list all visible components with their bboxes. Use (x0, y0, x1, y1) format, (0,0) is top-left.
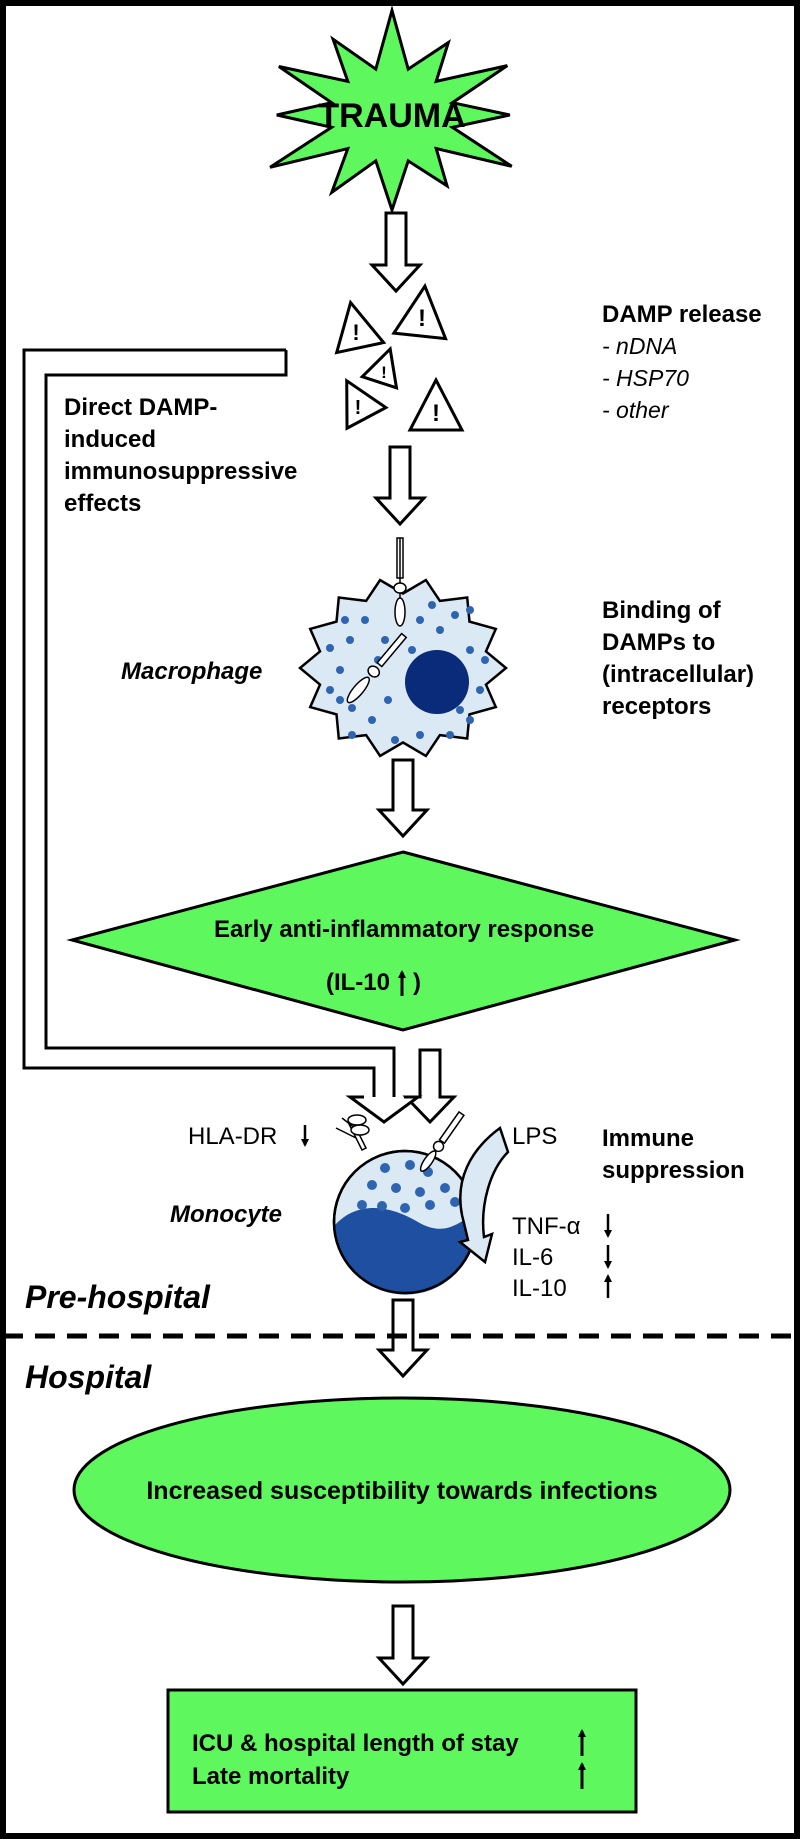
svg-text:Direct DAMP-: Direct DAMP- (64, 394, 217, 421)
svg-text:IL-10: IL-10 (512, 1275, 567, 1302)
svg-text:!: ! (381, 363, 387, 382)
trauma-label: TRAUMA (318, 97, 465, 135)
damp-release-title: DAMP release (602, 301, 762, 328)
cytokine-list: TNF-α IL-6 IL-10 (512, 1213, 612, 1302)
binding-block: Binding of DAMPs to (intracellular) rece… (602, 597, 754, 720)
warning-icon: ! (334, 299, 387, 355)
lps-label: LPS (512, 1123, 557, 1150)
svg-text:immunosuppressive: immunosuppressive (64, 458, 297, 485)
arrow-macrophage-to-response (375, 758, 431, 839)
outcome-mortality: Late mortality (192, 1763, 350, 1790)
svg-text:DAMPs to: DAMPs to (602, 629, 715, 656)
monocyte-label: Monocyte (170, 1201, 282, 1228)
svg-text:!: ! (355, 397, 362, 419)
lps-receptor-icon (419, 1110, 465, 1172)
monocyte-cell (332, 1110, 510, 1295)
warning-icon: ! (391, 282, 448, 341)
outcome-los: ICU & hospital length of stay (192, 1730, 519, 1757)
lps-curved-arrow (457, 1125, 510, 1265)
svg-text:TNF-α: TNF-α (512, 1213, 581, 1240)
arrow-infection-to-outcome (375, 1604, 431, 1687)
hla-dr-label: HLA-DR (188, 1123, 277, 1150)
early-response-diamond: Early anti-inflammatory response (IL-10 … (66, 850, 741, 1032)
infection-ellipse: Increased susceptibility towards infecti… (72, 1396, 732, 1584)
arrow-damp-to-macrophage (372, 445, 428, 527)
warning-icon: ! (345, 377, 389, 431)
svg-text:!: ! (352, 320, 359, 345)
damp-item: - other (602, 397, 670, 423)
warning-icon: ! (359, 345, 399, 391)
receptor-icon (393, 537, 407, 627)
arrow-response-to-monocyte-right (402, 1048, 458, 1125)
svg-text:Binding of: Binding of (602, 597, 722, 624)
svg-text:!: ! (432, 400, 440, 427)
receptor-icon (346, 632, 408, 704)
damp-warning-icons: ! ! ! ! ! (334, 282, 465, 432)
immune-suppression-label: suppression (602, 1157, 745, 1184)
phase-hospital: Hospital (25, 1359, 152, 1395)
monocyte-granules (357, 1160, 460, 1213)
early-response-line1: Early anti-inflammatory response (214, 916, 594, 943)
svg-text:IL-6: IL-6 (512, 1244, 553, 1271)
svg-text:): ) (413, 969, 421, 996)
warning-icon: ! (407, 376, 465, 432)
direct-effects-block: Direct DAMP- induced immunosuppressive e… (64, 394, 297, 517)
trauma-starburst: TRAUMA (269, 4, 513, 215)
block-arrows (368, 211, 458, 1687)
damp-item: - HSP70 (602, 365, 689, 391)
damp-release-block: DAMP release - nDNA - HSP70 - other (602, 301, 762, 423)
svg-text:effects: effects (64, 490, 141, 517)
damp-item: - nDNA (602, 333, 677, 359)
outcome-box: ICU & hospital length of stay Late morta… (166, 1688, 638, 1814)
phase-pre-hospital: Pre-hospital (25, 1279, 211, 1315)
early-response-line2: (IL-10 (326, 969, 390, 996)
svg-text:(intracellular): (intracellular) (602, 661, 754, 688)
nucleus (405, 650, 469, 714)
macrophage-cell (298, 537, 508, 758)
svg-text:receptors: receptors (602, 693, 711, 720)
svg-text:!: ! (418, 305, 426, 332)
immune-suppression-label: Immune (602, 1125, 694, 1152)
feedback-pipe (22, 348, 423, 1124)
macrophage-label: Macrophage (121, 658, 262, 685)
infection-label: Increased susceptibility towards infecti… (146, 1477, 657, 1505)
hla-receptor-icon (335, 1114, 370, 1152)
arrow-trauma-to-damp (368, 211, 424, 294)
svg-text:induced: induced (64, 426, 156, 453)
